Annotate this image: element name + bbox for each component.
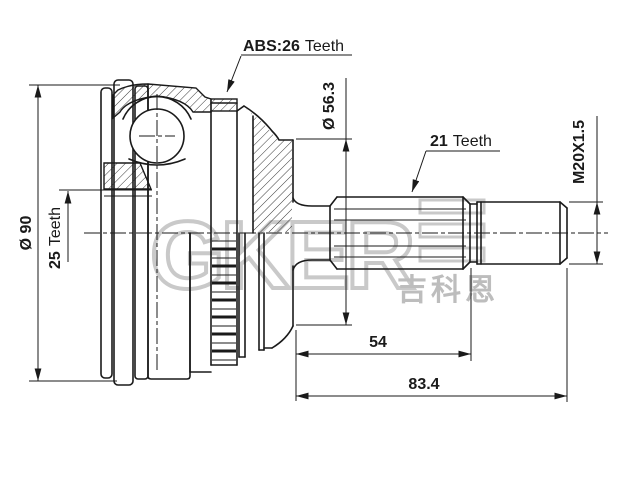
watermark-brand-cn-text: 吉科恩: [397, 274, 499, 307]
shaft-spline-word: Teeth: [453, 133, 492, 150]
section-hatching: [103, 83, 292, 232]
abs-tone-ring: [210, 102, 238, 366]
abs-ring-label: ABS:26 Teeth: [243, 38, 344, 55]
dimension-outer-diameter: Ø 90: [18, 84, 120, 382]
inner-spline-count: 25: [47, 251, 64, 269]
abs-ring-word: Teeth: [305, 38, 344, 55]
outer-race-top-section: [112, 83, 212, 120]
abs-ring-section: [210, 98, 238, 112]
watermark-logo-icon: [418, 198, 486, 263]
outer-diameter-label: Ø 90: [18, 216, 35, 251]
dimension-overall-length: 83.4: [296, 268, 568, 402]
spline-length-label: 54: [369, 334, 387, 351]
inner-spline-label: 25 Teeth: [47, 207, 64, 269]
dimension-spline-length: 54: [295, 268, 472, 401]
spline-teeth-lines: [334, 208, 466, 258]
dimension-thread: M20X1.5: [569, 116, 603, 265]
outer-race: [147, 83, 294, 380]
bell-outer-contour: [236, 105, 294, 141]
watermark: GKER 吉科恩: [148, 198, 499, 311]
bell-body-section: [245, 108, 292, 232]
dimension-abs-ring: ABS:26 Teeth: [226, 38, 352, 93]
dimension-shaft-spline: 21 Teeth: [411, 133, 500, 193]
inner-spline-word: Teeth: [47, 207, 64, 246]
dimension-boss-diameter: Ø 56.3: [296, 78, 352, 326]
boss-diameter-label: Ø 56.3: [321, 82, 338, 130]
abs-ring-teeth: [212, 240, 236, 361]
bell-exterior-bottom: [238, 232, 294, 358]
abs-ring-count: ABS:26: [243, 38, 300, 55]
shaft-spline-label: 21 Teeth: [430, 133, 492, 150]
inner-race-section: [103, 162, 153, 190]
shaft-spline-count: 21: [430, 133, 448, 150]
abs-ring-teeth-dark: [212, 247, 236, 353]
thread-spec-label: M20X1.5: [571, 120, 588, 184]
dimension-inner-spline: 25 Teeth: [47, 189, 122, 269]
overall-length-label: 83.4: [408, 376, 439, 393]
